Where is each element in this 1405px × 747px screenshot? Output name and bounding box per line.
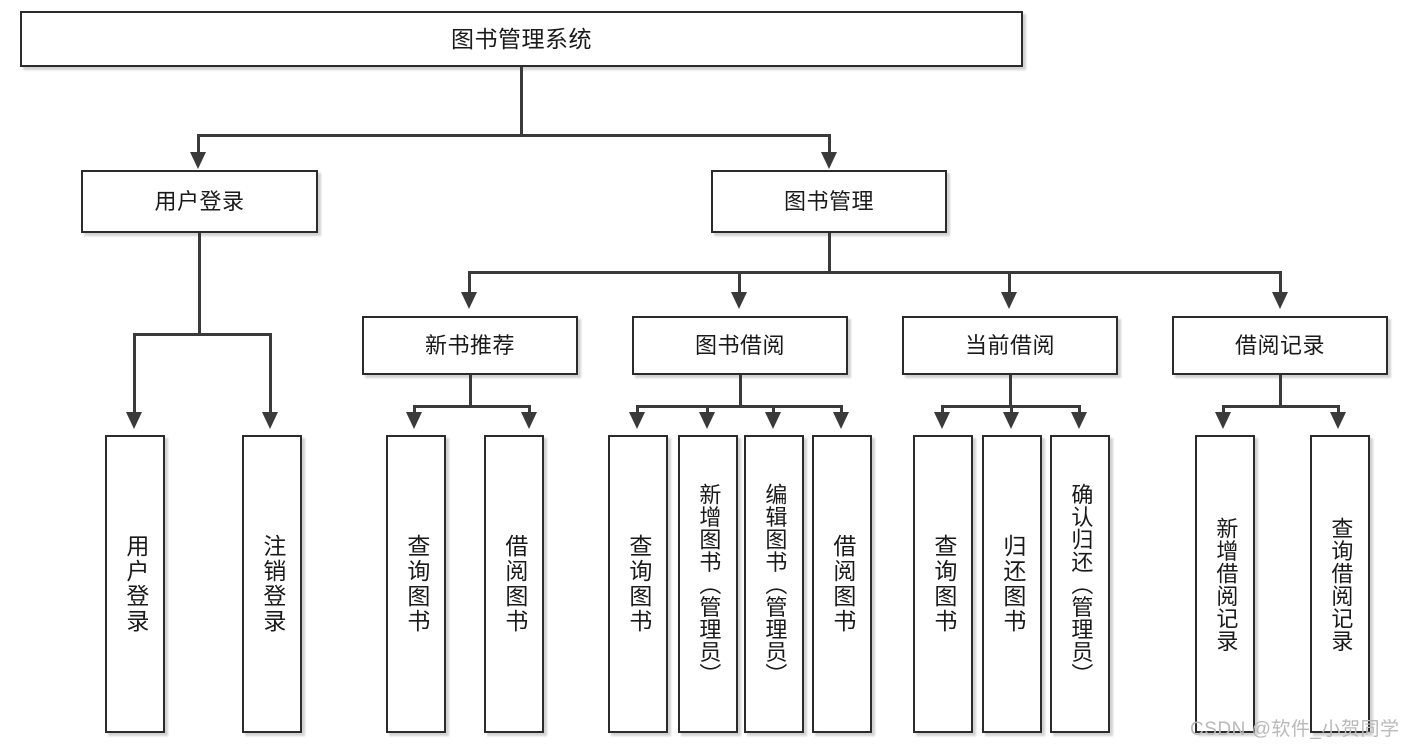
- connector-book-borrow-stem: [739, 375, 742, 408]
- connector-borrow-record-leaf-1: [1222, 405, 1225, 418]
- connector-user-login-leaf-2: [269, 333, 272, 418]
- node-current-borrow[interactable]: 当前借阅: [902, 316, 1118, 375]
- connector-current-borrow-leaf-1: [941, 405, 944, 418]
- node-new-book-recommend[interactable]: 新书推荐: [362, 316, 578, 375]
- connector-book-borrow-leaf-2: [706, 405, 709, 418]
- node-borrow-record[interactable]: 借阅记录: [1172, 316, 1388, 375]
- connector-new-book-leaf-1: [413, 405, 416, 418]
- node-label: 新增图书（管理员）: [696, 482, 722, 686]
- connector-borrow-record-stem: [1279, 375, 1282, 408]
- node-label: 新书推荐: [424, 332, 515, 358]
- node-book-manage[interactable]: 图书管理: [711, 170, 947, 233]
- leaf-new-book-query[interactable]: 查询图书: [386, 435, 446, 733]
- node-label: 借阅图书: [829, 534, 856, 634]
- connector-new-book-leaf-2: [528, 405, 531, 418]
- connector-root-to-book-manage: [828, 134, 831, 158]
- connector-book-borrow-leaf-3: [772, 405, 775, 418]
- node-label: 确认归还（管理员）: [1068, 482, 1094, 686]
- connector-book-manage-to-current-borrow: [1008, 271, 1011, 297]
- leaf-current-borrow-return[interactable]: 归还图书: [982, 435, 1042, 733]
- arrow-borrow-record-leaf-2: [1330, 412, 1346, 429]
- leaf-current-borrow-confirm-return[interactable]: 确认归还（管理员）: [1050, 435, 1110, 733]
- node-label: 借阅记录: [1234, 332, 1325, 358]
- node-label: 查询借阅记录: [1328, 516, 1354, 652]
- connector-current-borrow-leaf-2: [1010, 405, 1013, 418]
- arrow-current-borrow-leaf-2: [1003, 412, 1019, 429]
- leaf-book-borrow-add[interactable]: 新增图书（管理员）: [678, 435, 738, 733]
- node-label: 新增借阅记录: [1213, 516, 1239, 652]
- node-label: 图书借阅: [694, 332, 785, 358]
- node-label: 查询图书: [625, 534, 652, 634]
- connector-book-borrow-bar: [636, 405, 843, 408]
- connector-user-login-leaf-1: [133, 333, 136, 418]
- connector-book-borrow-leaf-4: [840, 405, 843, 418]
- node-label: 用户登录: [122, 534, 149, 634]
- arrow-current-borrow-leaf-1: [934, 412, 950, 429]
- node-label: 查询图书: [403, 534, 430, 634]
- arrow-book-borrow-leaf-2: [699, 412, 715, 429]
- leaf-new-book-borrow[interactable]: 借阅图书: [484, 435, 544, 733]
- csdn-watermark: CSDN @软件_小贺同学: [1190, 719, 1400, 740]
- leaf-current-borrow-query[interactable]: 查询图书: [913, 435, 973, 733]
- connector-book-borrow-leaf-1: [636, 405, 639, 418]
- connector-borrow-record-leaf-2: [1337, 405, 1340, 418]
- connector-book-manage-to-book-borrow: [738, 271, 741, 297]
- arrow-user-login-leaf-1: [126, 412, 142, 429]
- connector-root-bar: [197, 134, 831, 137]
- connector-root-stem: [520, 67, 523, 134]
- leaf-book-borrow-borrow[interactable]: 借阅图书: [812, 435, 872, 733]
- arrow-new-book-leaf-2: [521, 412, 537, 429]
- connector-borrow-record-bar: [1222, 405, 1340, 408]
- leaf-borrow-record-add[interactable]: 新增借阅记录: [1195, 435, 1255, 733]
- leaf-user-login-logout[interactable]: 注销登录: [242, 435, 302, 733]
- arrow-borrow-record-leaf-1: [1215, 412, 1231, 429]
- node-user-login[interactable]: 用户登录: [81, 170, 318, 233]
- arrow-user-login-leaf-2: [262, 412, 278, 429]
- arrow-root-to-user-login: [190, 152, 206, 169]
- node-label: 编辑图书（管理员）: [762, 482, 788, 686]
- node-label: 当前借阅: [964, 332, 1055, 358]
- leaf-borrow-record-query[interactable]: 查询借阅记录: [1310, 435, 1370, 733]
- arrow-root-to-book-manage: [821, 152, 837, 169]
- arrow-book-manage-to-current-borrow: [1001, 292, 1017, 309]
- arrow-book-manage-to-new-book: [461, 292, 477, 309]
- leaf-book-borrow-edit[interactable]: 编辑图书（管理员）: [744, 435, 804, 733]
- connector-root-to-user-login: [197, 134, 200, 158]
- node-label: 注销登录: [259, 534, 286, 634]
- node-label: 查询图书: [930, 534, 957, 634]
- node-label: 借阅图书: [501, 534, 528, 634]
- connector-book-manage-stem: [828, 233, 831, 274]
- arrow-book-borrow-leaf-4: [833, 412, 849, 429]
- connector-book-manage-bar: [468, 271, 1282, 274]
- connector-current-borrow-leaf-3: [1078, 405, 1081, 418]
- arrow-book-manage-to-borrow-record: [1272, 292, 1288, 309]
- connector-user-login-bar: [133, 333, 271, 336]
- arrow-book-borrow-leaf-1: [629, 412, 645, 429]
- arrow-book-manage-to-book-borrow: [731, 292, 747, 309]
- connector-new-book-stem: [469, 375, 472, 408]
- connector-current-borrow-stem: [1009, 375, 1012, 408]
- connector-user-login-stem: [198, 233, 201, 336]
- node-label: 图书管理系统: [451, 25, 592, 52]
- node-label: 用户登录: [154, 188, 245, 214]
- arrow-book-borrow-leaf-3: [765, 412, 781, 429]
- leaf-book-borrow-query[interactable]: 查询图书: [608, 435, 668, 733]
- arrow-new-book-leaf-1: [406, 412, 422, 429]
- node-root-system[interactable]: 图书管理系统: [20, 11, 1023, 67]
- connector-new-book-bar: [413, 405, 531, 408]
- node-label: 归还图书: [999, 534, 1026, 634]
- node-label: 图书管理: [783, 188, 874, 214]
- leaf-user-login-login[interactable]: 用户登录: [105, 435, 165, 733]
- connector-book-manage-to-new-book: [468, 271, 471, 297]
- connector-book-manage-to-borrow-record: [1279, 271, 1282, 297]
- arrow-current-borrow-leaf-3: [1071, 412, 1087, 429]
- node-book-borrow[interactable]: 图书借阅: [632, 316, 848, 375]
